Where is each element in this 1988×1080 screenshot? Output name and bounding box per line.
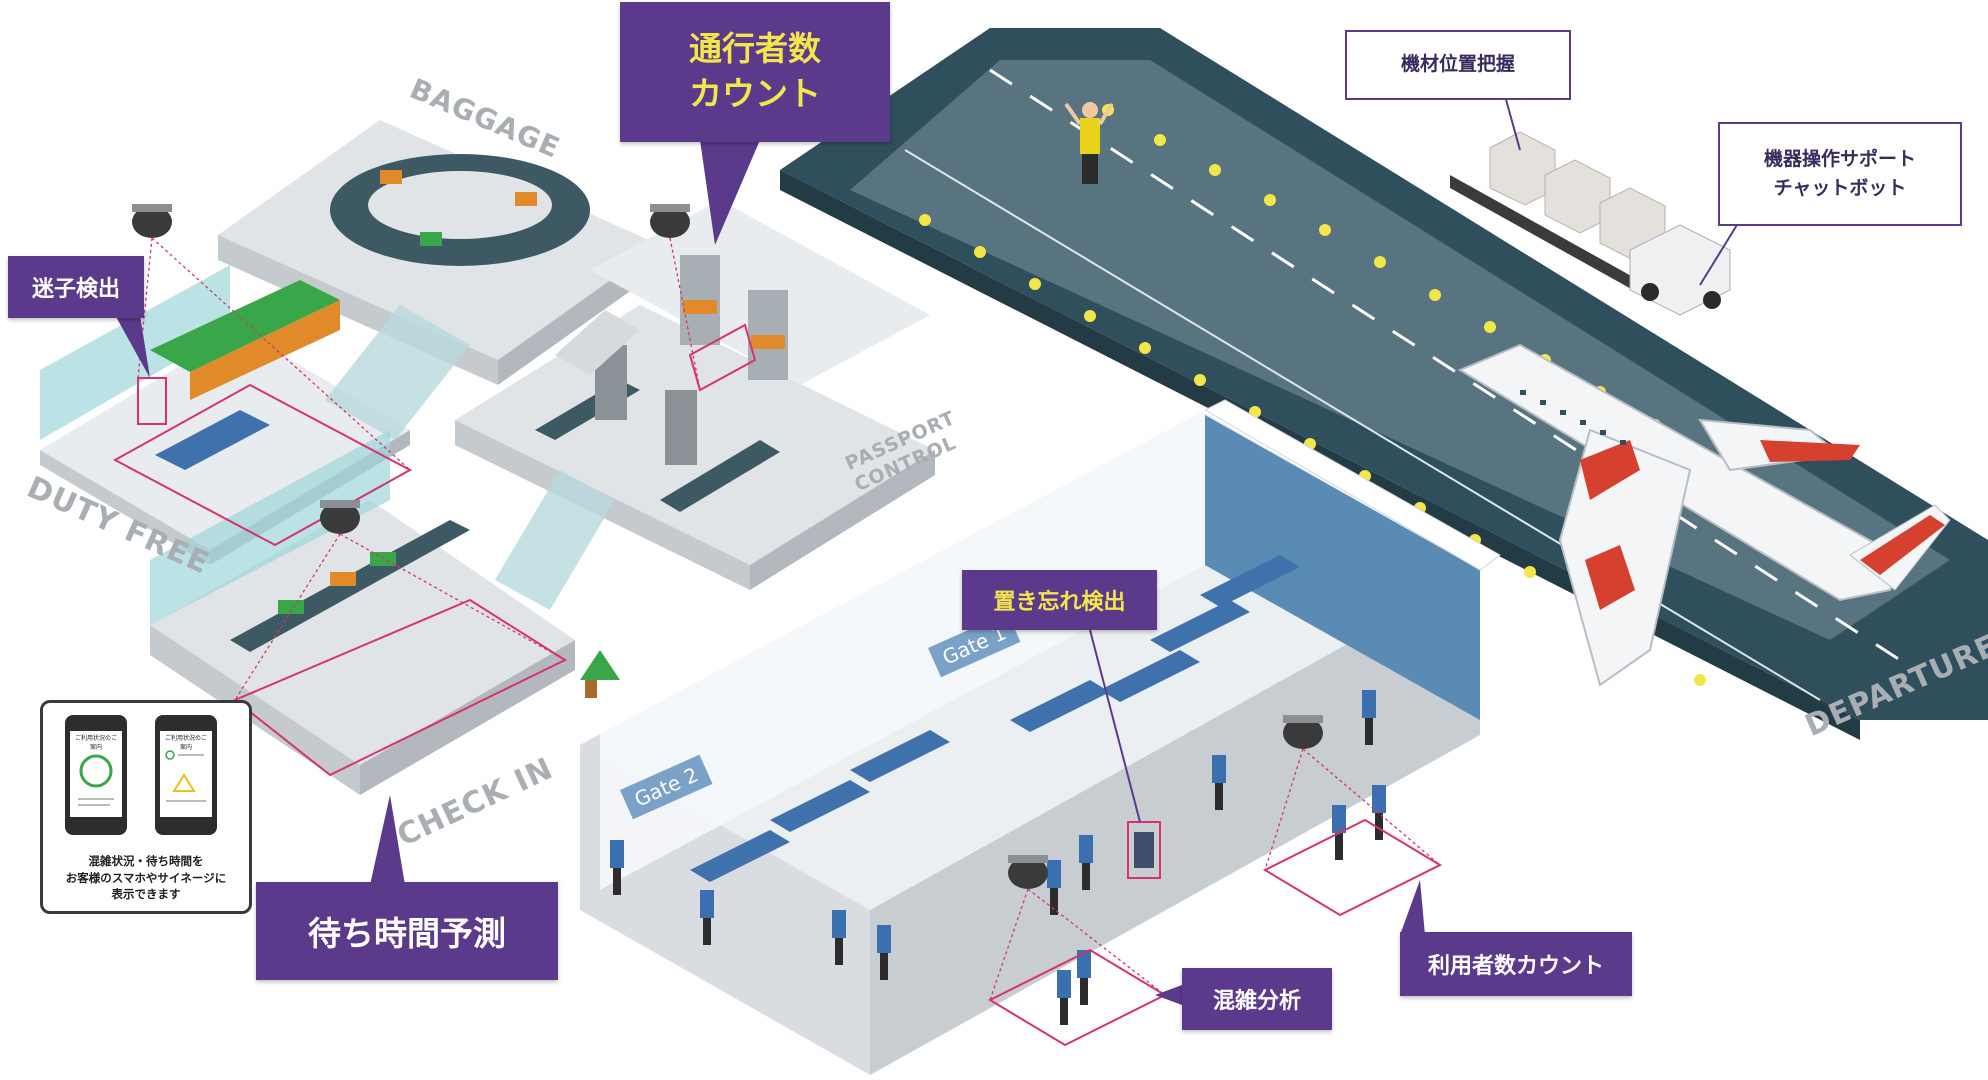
camera-icon-duty-free [132, 204, 172, 238]
gate-lounge [580, 399, 1501, 1075]
callout-congestion: 混雑分析 [1182, 968, 1332, 1030]
airplane [1457, 343, 1951, 687]
phone-warn-status: ご利用状況のご案内 [155, 715, 217, 835]
phone-panel-caption: 混雑状況・待ち時間を お客様のスマホやサイネージに 表示できます [49, 853, 243, 903]
callout-support-chatbot: 機器操作サポート チャットボット [1718, 122, 1962, 226]
callout-user-count: 利用者数カウント [1400, 932, 1632, 996]
pointer-congestion [1155, 985, 1182, 1005]
camera-icon-passport [650, 204, 690, 238]
ok-circle-icon [78, 754, 114, 806]
check-in-zone-outline [233, 598, 568, 777]
camera-icon-check-in [320, 500, 360, 534]
lounge-passengers [610, 690, 1386, 1025]
callout-left-item: 置き忘れ検出 [962, 570, 1157, 630]
smartphone-signage-panel: ご利用状況のご案内 ご利用状況のご案内 混雑状況・待ち時間を お客様のスマホやサ… [40, 700, 252, 914]
abandoned-suitcase [1134, 832, 1154, 868]
phone-warn-screen-title: ご利用状況のご案内 [164, 735, 207, 751]
pointer-lost-child [115, 315, 150, 378]
tug-vehicle [1629, 224, 1731, 316]
escalators [325, 305, 640, 610]
phone-warn-screen: ご利用状況のご案内 [160, 731, 212, 817]
check-in-area [150, 430, 620, 795]
cargo-dollies [1450, 131, 1666, 305]
left-item-highlight [1127, 821, 1161, 879]
callout-passenger-count-line1: 通行者数 [689, 29, 821, 69]
phone-ok-screen: ご利用状況のご案内 [70, 731, 122, 817]
callout-passenger-count-line2: カウント [689, 74, 821, 113]
camera-sight-lines [137, 237, 1441, 1001]
phone-ok-screen-title: ご利用状況のご案内 [74, 735, 117, 751]
warning-triangle-icon [165, 750, 206, 802]
passport-zone-outline [688, 323, 757, 392]
callout-passenger-count: 通行者数 カウント [620, 2, 890, 142]
pointer-left-item [1089, 629, 1141, 823]
callout-wait-time: 待ち時間予測 [256, 882, 558, 980]
camera-icon-gate [1008, 855, 1048, 889]
pointer-wait-time [370, 795, 405, 885]
lounge-seats [690, 555, 1300, 882]
marshaller-figure [1064, 102, 1114, 184]
phone-caption-line3: 表示できます [111, 887, 181, 902]
callout-equipment-position: 機材位置把握 [1345, 30, 1571, 100]
callout-support-chatbot-line1: 機器操作サポート [1763, 147, 1916, 170]
callout-lost-child: 迷子検出 [8, 256, 144, 318]
phone-caption-line2: お客様のスマホやサイネージに [65, 870, 227, 885]
pointer-passenger-count [700, 140, 760, 245]
duty-free-zone-outline [112, 383, 413, 547]
phone-caption-line1: 混雑状況・待ち時間を [88, 854, 204, 868]
immigration-counter-area [590, 200, 930, 385]
phone-ok-status: ご利用状況のご案内 [65, 715, 127, 835]
pointer-user-count [1400, 880, 1425, 935]
user-count-zone-outline [1262, 818, 1443, 917]
camera-icon-exit [1283, 715, 1323, 749]
callout-support-chatbot-line2: チャットボット [1773, 177, 1907, 199]
lost-child-highlight [137, 377, 167, 425]
